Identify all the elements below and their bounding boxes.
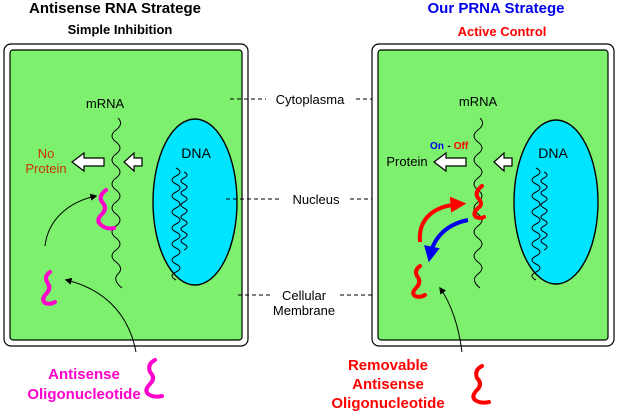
left-nucleus	[152, 118, 238, 286]
left-dna-to-mrna-arrow	[123, 151, 143, 173]
left-mrna-strand	[111, 117, 123, 289]
left-dna-helix-2	[180, 171, 188, 251]
center-labels: Cytoplasma Nucleus Cellular Membrane	[226, 92, 404, 318]
membrane-label-1: Cellular	[282, 288, 327, 303]
right-free-removable-oligo	[411, 264, 427, 299]
left-binding-arrow	[44, 193, 98, 247]
right-dna-helix-2	[540, 171, 548, 251]
right-protein-arrow	[433, 151, 467, 173]
right-mrna-label: mRNA	[459, 94, 498, 109]
right-off-label: Off	[454, 141, 469, 152]
membrane-label-2: Membrane	[273, 303, 335, 318]
left-bound-antisense-oligo	[96, 188, 116, 231]
right-protein-label: Protein	[386, 154, 427, 169]
left-free-antisense-oligo	[41, 270, 57, 306]
right-mrna-strand	[473, 117, 484, 289]
cytoplasma-label: Cytoplasma	[276, 92, 345, 107]
left-dna-label: DNA	[181, 145, 211, 161]
nucleus-label: Nucleus	[293, 192, 340, 207]
right-bound-removable-oligo	[472, 184, 486, 220]
left-external-antisense-oligo	[144, 358, 164, 399]
right-dash-label: -	[447, 141, 450, 152]
right-detach-arrow	[417, 196, 467, 243]
left-oligo-label-2: Oligonucleotide	[27, 386, 140, 403]
right-entry-arrow	[439, 286, 463, 353]
left-protein-label: Protein	[25, 161, 66, 176]
right-external-removable-oligo	[471, 364, 491, 405]
left-no-protein-arrow	[71, 151, 105, 173]
right-dna-to-mrna-arrow	[493, 151, 513, 173]
right-subtitle: Active Control	[458, 24, 547, 39]
left-title: Antisense RNA Stratege	[29, 0, 201, 17]
right-dna-helix	[531, 167, 541, 281]
right-oligo-label-1: Removable	[348, 357, 428, 374]
right-oligo-label-2: Antisense	[352, 376, 424, 393]
left-entry-arrow	[64, 277, 137, 353]
right-panel: Our PRNA Stratege Active Control DNA mRN…	[331, 0, 615, 412]
right-dna-label: DNA	[538, 145, 568, 161]
right-on-label: On	[430, 141, 444, 152]
right-nucleus	[513, 119, 599, 285]
left-panel: Antisense RNA Stratege Simple Inhibition…	[3, 0, 249, 403]
left-no-label: No	[38, 146, 55, 161]
left-mrna-label: mRNA	[86, 96, 125, 111]
right-attach-arrow	[424, 218, 469, 263]
right-title: Our PRNA Stratege	[428, 0, 565, 17]
right-oligo-label-3: Oligonucleotide	[331, 395, 444, 412]
left-oligo-label-1: Antisense	[48, 366, 120, 383]
left-dna-helix	[171, 167, 181, 281]
left-subtitle: Simple Inhibition	[68, 22, 173, 37]
